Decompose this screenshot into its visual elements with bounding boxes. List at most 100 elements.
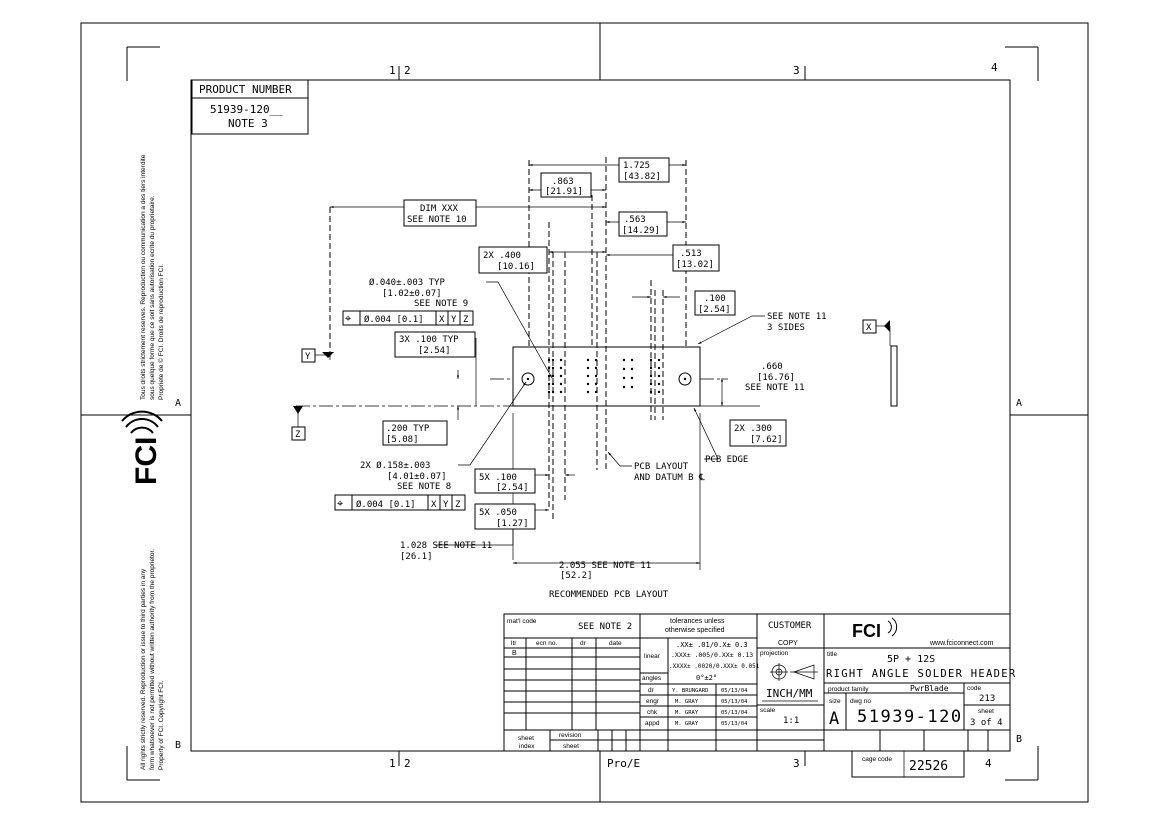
svg-text:⌖: ⌖ bbox=[337, 497, 343, 510]
sheet-label: sheet bbox=[978, 708, 994, 715]
svg-text:2X Ø.158±.003: 2X Ø.158±.003 bbox=[360, 460, 430, 471]
dim-200: .200 TYP [5.08] bbox=[382, 420, 448, 446]
sign-name-dr: Y. BRUNGARD bbox=[672, 688, 708, 694]
svg-text:sous quelque forme que ce soit: sous quelque forme que ce soit sans auto… bbox=[149, 195, 156, 400]
pin-holes bbox=[547, 358, 661, 394]
fci-url: www.fciconnect.com bbox=[929, 640, 994, 647]
dim-5x050: 5X .050 [1.27] bbox=[474, 503, 536, 530]
rev-ltr: B bbox=[512, 650, 517, 657]
zone-top-4: 4 bbox=[991, 61, 998, 74]
svg-text:[21.91]: [21.91] bbox=[545, 187, 583, 197]
legal-text-english: All rights strictly reserved. Reproducti… bbox=[140, 549, 165, 770]
dwg-no-value: 51939-120 bbox=[857, 707, 963, 727]
svg-text:1.725: 1.725 bbox=[623, 161, 650, 171]
sheet-value: 3 of 4 bbox=[970, 718, 1003, 728]
sign-date-chk: 05/13/04 bbox=[721, 710, 748, 716]
angles-value: 0°±2° bbox=[696, 674, 717, 682]
svg-text:All rights strictly reserved.: All rights strictly reserved. Reproducti… bbox=[140, 568, 147, 770]
sheet-index-l2: index bbox=[519, 743, 535, 750]
dwg-no-label: dwg no bbox=[850, 698, 871, 705]
svg-text:[7.62]: [7.62] bbox=[750, 435, 783, 445]
proe-label: Pro/E bbox=[607, 757, 640, 770]
tol-x: .XX± .01/0.X± 0.3 bbox=[676, 641, 748, 649]
svg-text:.660: .660 bbox=[761, 362, 783, 372]
svg-text:.513: .513 bbox=[680, 249, 702, 259]
svg-text:[26.1]: [26.1] bbox=[400, 552, 433, 562]
svg-text:Y: Y bbox=[451, 315, 457, 325]
datum-y-box: Y bbox=[301, 348, 316, 363]
sign-role-appd: appd bbox=[645, 720, 660, 727]
product-family-value: PwrBlade bbox=[910, 684, 949, 693]
svg-text:X: X bbox=[431, 500, 437, 510]
datum-x-box: X bbox=[862, 319, 877, 334]
sign-role-dr: dr bbox=[648, 687, 655, 694]
product-number-box: PRODUCT NUMBER 51939-120__ NOTE 3 bbox=[191, 79, 309, 135]
tol-xx: .XXX± .005/0.XX± 0.13 bbox=[671, 651, 753, 659]
hole-big-callout: 2X Ø.158±.003 [4.01±0.07] SEE NOTE 8 bbox=[360, 460, 451, 492]
svg-text:DIM XXX: DIM XXX bbox=[420, 204, 459, 214]
svg-text:Ø.040±.003 TYP: Ø.040±.003 TYP bbox=[369, 277, 445, 288]
pcb-layout-label: PCB LAYOUT AND DATUM B ℄ bbox=[634, 462, 705, 483]
zone-side-b-left: B bbox=[175, 740, 181, 751]
matl-code-label: mat'l code bbox=[507, 618, 537, 625]
svg-text:[2.54]: [2.54] bbox=[496, 483, 529, 493]
svg-text:[1.02±0.07]: [1.02±0.07] bbox=[382, 289, 442, 299]
svg-text:[13.02]: [13.02] bbox=[676, 260, 714, 270]
customer-copy: COPY bbox=[778, 640, 798, 647]
zone-side-a-left: A bbox=[175, 398, 181, 409]
code-label: code bbox=[967, 685, 981, 692]
svg-text:[2.54]: [2.54] bbox=[418, 346, 451, 356]
fci-logo-title: FCI bbox=[852, 617, 898, 641]
zone-bottom-3: 3 bbox=[793, 757, 800, 770]
svg-text:Ø.004 [0.1]: Ø.004 [0.1] bbox=[356, 499, 416, 510]
svg-text:FCI: FCI bbox=[130, 437, 163, 485]
customer-label: CUSTOMER bbox=[768, 621, 812, 631]
svg-text:.100: .100 bbox=[704, 294, 726, 304]
svg-text:Property of FCI. Copyright FC: Property of FCI. Copyright FCI. bbox=[158, 680, 165, 770]
dim-1028: 1.028 SEE NOTE 11 [26.1] bbox=[400, 541, 492, 562]
svg-text:[43.82]: [43.82] bbox=[623, 172, 661, 182]
svg-text:[1.27]: [1.27] bbox=[496, 519, 529, 529]
units-label: INCH/MM bbox=[766, 687, 813, 700]
svg-text:SEE NOTE 9: SEE NOTE 9 bbox=[414, 299, 468, 309]
sheet-index-l1: sheet bbox=[518, 735, 534, 742]
dim-1725: 1.725 [43.82] bbox=[618, 157, 670, 183]
rev-header-date: date bbox=[609, 640, 622, 647]
svg-text:Z: Z bbox=[295, 430, 301, 440]
cage-code-value: 22526 bbox=[909, 759, 948, 774]
scale-value: 1:1 bbox=[783, 716, 799, 726]
pcb-layout-drawing bbox=[293, 157, 898, 570]
size-label: size bbox=[829, 698, 841, 705]
title-line-2: RIGHT ANGLE SOLDER HEADER bbox=[826, 668, 1017, 680]
rev-header-ecn: ecn no. bbox=[536, 640, 558, 647]
datum-z-box: Z bbox=[291, 426, 306, 441]
svg-text:2X .400: 2X .400 bbox=[483, 251, 521, 261]
rev-header-dr: dr bbox=[580, 640, 587, 647]
title-label: title bbox=[827, 651, 838, 658]
svg-text:2.055 SEE NOTE 11: 2.055 SEE NOTE 11 bbox=[559, 561, 651, 571]
svg-text:Ø.004 [0.1]: Ø.004 [0.1] bbox=[364, 314, 424, 325]
legal-text-french: Tous droits strictement reserves. Reprod… bbox=[140, 154, 165, 400]
sign-name-engr: M. GRAY bbox=[675, 699, 699, 705]
svg-text:Z: Z bbox=[463, 315, 469, 325]
scale-label: scale bbox=[760, 707, 776, 714]
feature-control-frame-big: ⌖ Ø.004 [0.1] X Y Z bbox=[334, 494, 466, 511]
dim-513: .513 [13.02] bbox=[672, 244, 720, 272]
drawing-caption: RECOMMENDED PCB LAYOUT bbox=[549, 590, 669, 600]
zone-bottom-2: 2 bbox=[404, 757, 411, 770]
svg-text:[10.16]: [10.16] bbox=[497, 262, 535, 272]
fci-logo-side: FCI bbox=[121, 410, 163, 485]
svg-text:X: X bbox=[866, 323, 872, 333]
svg-text:⌖: ⌖ bbox=[345, 312, 351, 325]
svg-text:[52.2]: [52.2] bbox=[560, 571, 593, 581]
dim-2x300: 2X .300 [7.62] bbox=[729, 419, 787, 447]
title-line-1: 5P + 12S bbox=[887, 654, 935, 665]
sign-role-chk: chk bbox=[647, 709, 658, 716]
zone-side-b-right: B bbox=[1016, 734, 1022, 745]
svg-text:5X .050: 5X .050 bbox=[479, 508, 517, 518]
dim-3x100: 3X .100 TYP [2.54] bbox=[394, 331, 476, 358]
svg-text:[14.29]: [14.29] bbox=[622, 226, 660, 236]
dim-2x400: 2X .400 [10.16] bbox=[478, 246, 548, 274]
sheet-row-label: sheet bbox=[563, 743, 579, 750]
svg-text:X: X bbox=[439, 315, 445, 325]
